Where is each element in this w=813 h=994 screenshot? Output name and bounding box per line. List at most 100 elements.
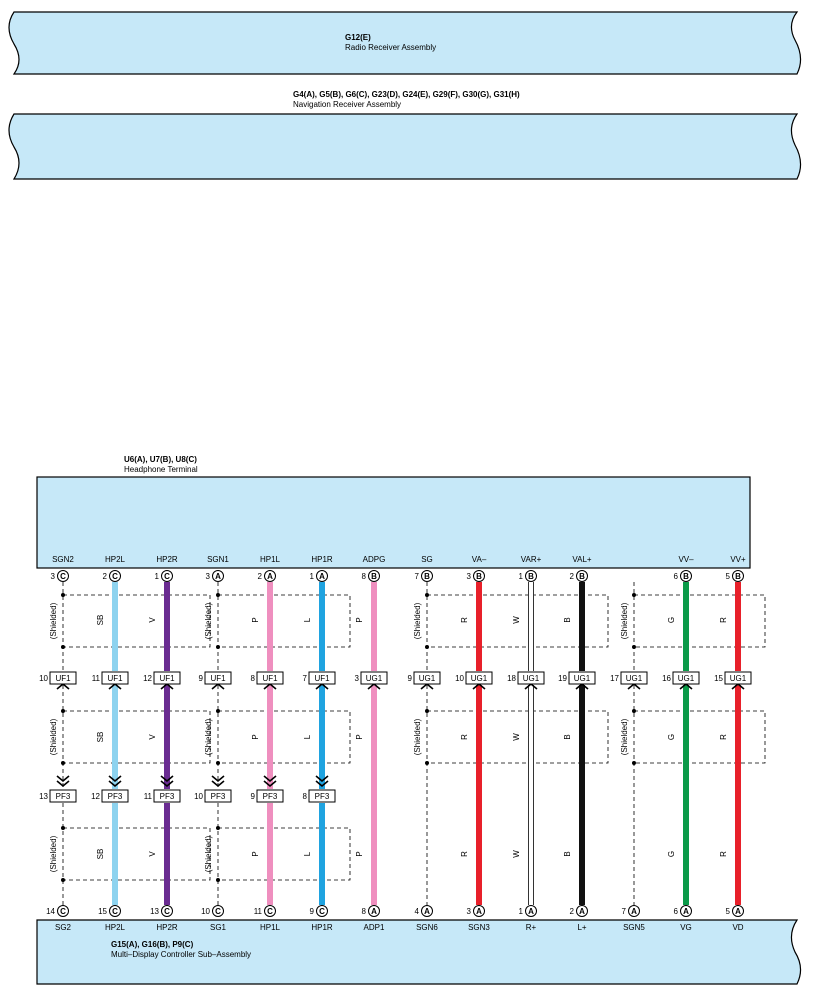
junction-connector [101,671,129,685]
bottom-pin-circle [421,905,433,917]
bottom-pin-number: 11 [254,907,263,916]
navigation-receiver-box [8,113,802,180]
bottom-terminal-name: SGN3 [468,923,490,932]
junction-connector-pin: 7 [303,674,308,683]
wire-color-label: V [148,617,157,623]
junction-connector-label: PF3 [263,792,278,801]
junction-connector-label: UG1 [626,674,643,683]
junction-connector-pin: 18 [507,674,516,683]
junction-connector-pin: 12 [91,792,100,801]
top-pin-circle-letter: A [267,572,273,581]
shielded-label: (Shielded) [204,718,213,755]
headphone-terminal-box [36,476,751,569]
top-pin-circle-letter: B [579,572,585,581]
junction-connector-pin: 9 [251,792,256,801]
junction-connector-label: PF3 [315,792,330,801]
bottom-pin-circle [264,905,276,917]
top-pin-circle-letter: B [476,572,482,581]
junction-connector-pin: 10 [455,674,464,683]
wires-layer [56,582,745,905]
top-pin-circle-letter: B [371,572,377,581]
controller-name: Multi–Display Controller Sub–Assembly [111,950,251,959]
junction-connector-pin: 8 [251,674,256,683]
wire-color-label: P [355,734,364,739]
junction-connector-pin: 12 [143,674,152,683]
junction-connector [49,789,77,803]
top-pin-circle [161,570,173,582]
top-pin-circle [109,570,121,582]
connector-chevron-icon [108,775,122,783]
bottom-pin-number: 6 [674,907,679,916]
top-pin-circle [576,570,588,582]
bottom-pin-circle [109,905,121,917]
top-pin-number: 5 [726,572,731,581]
bottom-pin-circle [316,905,328,917]
bottom-terminal-name: VD [732,923,743,932]
radio-code: G12(E) [345,33,371,42]
top-terminal-name: HP1R [311,555,333,564]
junction-connector [672,671,700,685]
bottom-pin-circle-letter: A [631,907,637,916]
wire-color-label: L [303,851,312,856]
bottom-pin-number: 9 [310,907,315,916]
bottom-terminal-name: VG [680,923,692,932]
wire-color-label: G [667,851,676,857]
shielded-label: (Shielded) [620,602,629,639]
headphone-code: U6(A), U7(B), U8(C) [124,455,197,464]
junction-connector [517,671,545,685]
wire-color-label: L [303,734,312,739]
shielded-label: (Shielded) [413,602,422,639]
junction-connector-label: UG1 [366,674,383,683]
connector-chevron-icon [160,775,174,783]
wire-color-label: P [355,617,364,622]
bottom-pin-circle-letter: C [60,907,66,916]
bottom-terminal-name: SGN5 [623,923,645,932]
junction-connector-pin: 8 [303,792,308,801]
connector-chevron-icon [160,780,174,788]
top-pin-circle-letter: B [735,572,741,581]
top-pin-circle [473,570,485,582]
top-pin-circle [421,570,433,582]
labels-layer: C3SGN2UF110PF313C14SG2SBSBSBC2HP2LUF111P… [39,555,752,932]
bottom-pin-circle-letter: C [112,907,118,916]
wire-color-label: V [148,851,157,857]
top-pin-circle-letter: C [112,572,118,581]
wire-color-label: R [460,851,469,857]
bottom-pin-number: 3 [467,907,472,916]
wire-color-label: W [512,616,521,624]
junction-connector-pin: 13 [39,792,48,801]
junction-connector-label: UG1 [523,674,540,683]
junction-connector [153,789,181,803]
junction-connector [465,671,493,685]
bottom-pin-number: 7 [622,907,627,916]
wire-color-label: W [512,850,521,858]
connector-chevron-icon [263,775,277,783]
bottom-pin-circle-letter: A [528,907,534,916]
junction-connector-pin: 15 [714,674,723,683]
junction-connector-label: PF3 [56,792,71,801]
top-pin-number: 6 [674,572,679,581]
junction-connector-pin: 9 [199,674,204,683]
bottom-pin-circle-letter: A [424,907,430,916]
bottom-pin-circle-letter: C [164,907,170,916]
top-pin-circle-letter: A [215,572,221,581]
wire-color-label: R [460,734,469,740]
top-pin-circle-letter: C [164,572,170,581]
junction-connector [204,789,232,803]
junction-connector-label: UF1 [314,674,330,683]
junction-connector-label: UG1 [730,674,747,683]
bottom-pin-number: 1 [519,907,524,916]
wire-color-label: R [719,851,728,857]
shielded-label: (Shielded) [49,602,58,639]
bottom-pin-number: 4 [415,907,420,916]
bottom-terminal-name: SG1 [210,923,227,932]
wire-color-label: SB [96,615,105,626]
bottom-pin-number: 5 [726,907,731,916]
controller-code: G15(A), G16(B), P9(C) [111,940,194,949]
bottom-pin-number: 2 [570,907,575,916]
top-pin-number: 2 [103,572,108,581]
top-terminal-name: VAR+ [521,555,542,564]
top-pin-circle-letter: B [683,572,689,581]
junction-connector [413,671,441,685]
